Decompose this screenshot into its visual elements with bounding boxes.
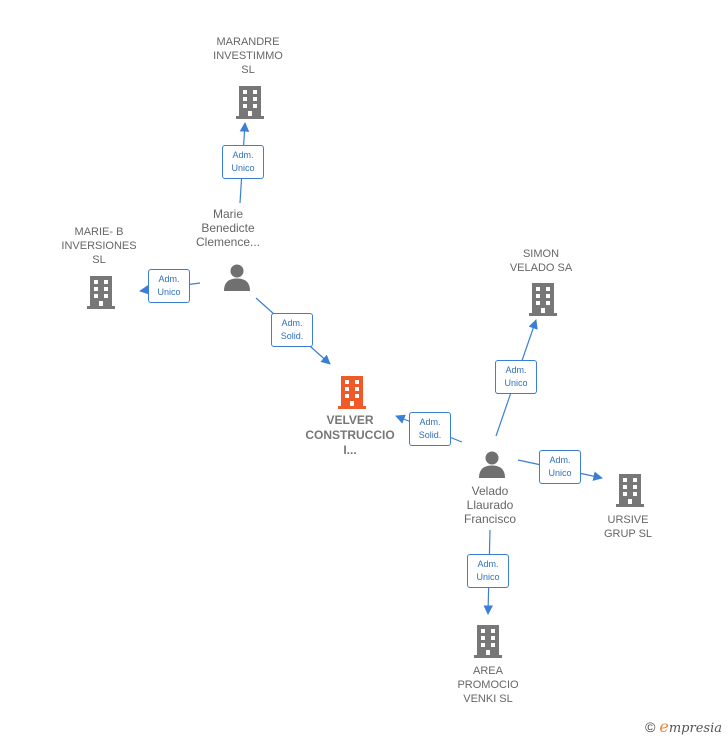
badge-line2: Unico: [231, 163, 255, 173]
badge-line2: Unico: [476, 572, 500, 582]
badge-line2: Unico: [157, 287, 181, 297]
badge-line2: Unico: [504, 378, 528, 388]
person-label-marie[interactable]: Marie Benedicte Clemence...: [195, 207, 261, 249]
copyright-notice: © empresia: [645, 717, 722, 736]
badge-line1: Adm.: [281, 318, 303, 328]
logo-text: mpresia: [668, 721, 722, 736]
company-label-ursive[interactable]: URSIVE GRUP SL: [603, 514, 653, 540]
logo-letter: e: [659, 717, 669, 736]
building-icon[interactable]: [472, 623, 504, 659]
building-icon-main[interactable]: [336, 374, 368, 410]
empresia-logo[interactable]: empresia: [659, 717, 722, 736]
copyright-symbol: ©: [645, 719, 656, 735]
edge-badge-marie-velver[interactable]: Adm. Solid.: [271, 313, 313, 347]
edge-badge-velado-simon[interactable]: Adm. Unico: [495, 360, 537, 394]
person-label-velado[interactable]: Velado Llaurado Francisco: [463, 484, 516, 526]
person-icon[interactable]: [477, 449, 507, 479]
company-label-velver[interactable]: VELVER CONSTRUCCIO I...: [305, 413, 395, 457]
company-label-area[interactable]: AREA PROMOCIO VENKI SL: [457, 665, 519, 705]
badge-line2: Unico: [548, 468, 572, 478]
person-icon[interactable]: [222, 262, 252, 292]
building-icon[interactable]: [527, 281, 559, 317]
edge-badge-velado-velver[interactable]: Adm. Solid.: [409, 412, 451, 446]
badge-line1: Adm.: [549, 455, 571, 465]
badge-line1: Adm.: [232, 150, 254, 160]
edge-badge-marie-marandre[interactable]: Adm. Unico: [222, 145, 264, 179]
company-label-marandre[interactable]: MARANDRE INVESTIMMO SL: [213, 36, 283, 76]
edge-badge-marie-marieb[interactable]: Adm. Unico: [148, 269, 190, 303]
company-label-simon[interactable]: SIMON VELADO SA: [509, 248, 573, 274]
edge-badge-velado-ursive[interactable]: Adm. Unico: [539, 450, 581, 484]
building-icon[interactable]: [85, 274, 117, 310]
badge-line1: Adm.: [505, 365, 527, 375]
badge-line2: Solid.: [280, 331, 304, 341]
badge-line1: Adm.: [477, 559, 499, 569]
badge-line2: Solid.: [418, 430, 442, 440]
edge-badge-velado-area[interactable]: Adm. Unico: [467, 554, 509, 588]
building-icon[interactable]: [614, 472, 646, 508]
badge-line1: Adm.: [158, 274, 180, 284]
building-icon[interactable]: [234, 84, 266, 120]
badge-line1: Adm.: [419, 417, 441, 427]
company-label-marie-b[interactable]: MARIE- B INVERSIONES SL: [61, 226, 137, 266]
